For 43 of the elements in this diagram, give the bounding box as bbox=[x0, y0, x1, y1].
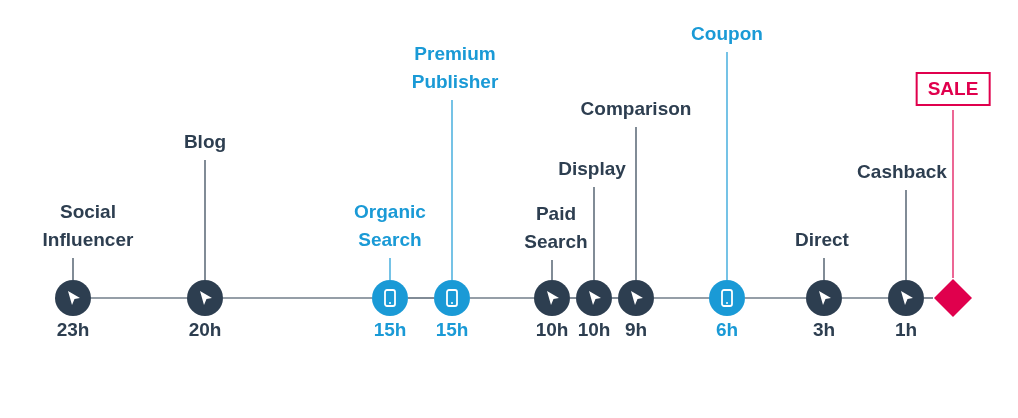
timeline-line bbox=[744, 297, 807, 299]
timeline-line bbox=[653, 297, 710, 299]
leader-line bbox=[389, 257, 391, 281]
timeline-line bbox=[841, 297, 889, 299]
channel-label: Blog bbox=[183, 128, 227, 156]
time-label: 9h bbox=[624, 318, 648, 342]
channel-label: Cashback bbox=[857, 158, 947, 186]
sale-diamond bbox=[933, 278, 973, 318]
leader-line bbox=[593, 186, 595, 281]
channel-label: Premium Publisher bbox=[390, 40, 520, 96]
time-label: 3h bbox=[812, 318, 836, 342]
channel-label: Organic Search bbox=[325, 198, 455, 254]
time-label: 10h bbox=[577, 318, 611, 342]
time-label: 15h bbox=[435, 318, 469, 342]
leader-line bbox=[204, 159, 206, 281]
leader-line bbox=[451, 99, 453, 281]
timeline-line bbox=[90, 297, 188, 299]
leader-line bbox=[726, 51, 728, 281]
leader-line bbox=[72, 257, 74, 281]
sale-badge: SALE bbox=[915, 72, 991, 106]
timeline-line bbox=[611, 297, 619, 299]
leader-line bbox=[551, 259, 553, 281]
time-label: 20h bbox=[188, 318, 222, 342]
timeline-line bbox=[469, 297, 535, 299]
time-label: 10h bbox=[535, 318, 569, 342]
channel-label: Direct bbox=[795, 226, 849, 254]
time-label: 23h bbox=[56, 318, 90, 342]
leader-line bbox=[823, 257, 825, 281]
timeline-line bbox=[923, 297, 934, 299]
channel-label: Comparison bbox=[580, 95, 692, 123]
channel-label: Display bbox=[558, 155, 626, 183]
timeline-line bbox=[569, 297, 577, 299]
channel-label: Social Influencer bbox=[23, 198, 153, 254]
time-label: 15h bbox=[373, 318, 407, 342]
leader-line bbox=[635, 126, 637, 281]
channel-label: Coupon bbox=[691, 20, 763, 48]
channel-label: Paid Search bbox=[518, 200, 594, 256]
leader-line bbox=[905, 189, 907, 281]
leader-line bbox=[952, 109, 954, 279]
time-label: 6h bbox=[715, 318, 739, 342]
timeline-line bbox=[407, 297, 435, 299]
timeline-line bbox=[222, 297, 373, 299]
time-label: 1h bbox=[894, 318, 918, 342]
